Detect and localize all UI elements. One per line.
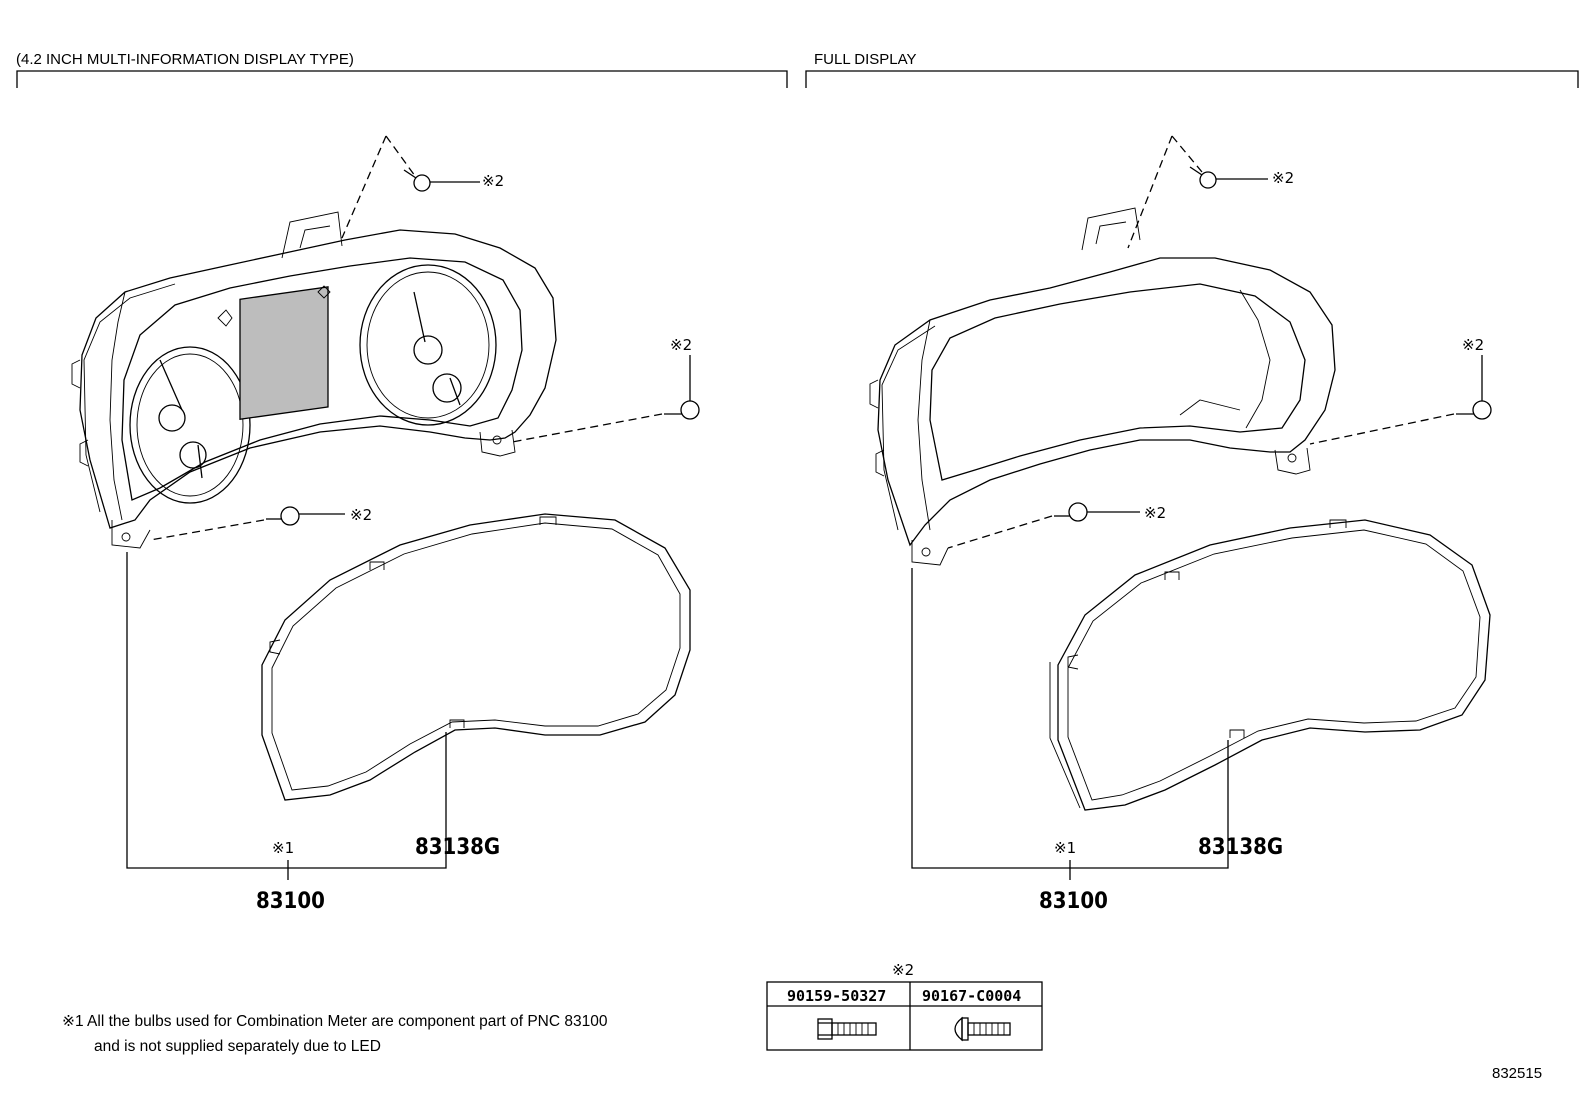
left-glass-bezel bbox=[261, 513, 691, 801]
left-screw-bottom bbox=[266, 506, 345, 526]
left-pn-83100: 83100 bbox=[256, 889, 325, 914]
right-screw-right bbox=[1456, 355, 1492, 420]
left-screw-top bbox=[403, 169, 480, 192]
left-section-bracket bbox=[16, 70, 788, 88]
right-section-bracket bbox=[805, 70, 1579, 88]
left-screw-top-ref: ※2 bbox=[482, 172, 504, 190]
left-section-title: (4.2 INCH MULTI-INFORMATION DISPLAY TYPE… bbox=[16, 51, 354, 68]
left-mark1: ※1 bbox=[272, 839, 294, 857]
fastener-col-1: 90159-50327 bbox=[787, 987, 886, 1005]
right-pn-83138g: 83138G bbox=[1198, 835, 1283, 860]
right-pn-bracket bbox=[911, 568, 1229, 869]
right-screw-right-ref: ※2 bbox=[1462, 336, 1484, 354]
pan-head-screw-icon bbox=[954, 1016, 1011, 1042]
right-screw-bottom bbox=[1054, 502, 1140, 522]
left-pn-bracket bbox=[126, 552, 447, 869]
footnote-line-2: and is not supplied separately due to LE… bbox=[94, 1038, 381, 1055]
left-screw-bottom-ref: ※2 bbox=[350, 506, 372, 524]
flange-bolt-icon bbox=[817, 1018, 877, 1040]
right-glass-bezel bbox=[1049, 519, 1491, 811]
fastener-table bbox=[766, 981, 1043, 1051]
left-pn-83138g: 83138G bbox=[415, 835, 500, 860]
left-screw-right-ref: ※2 bbox=[670, 336, 692, 354]
right-screw-bottom-ref: ※2 bbox=[1144, 504, 1166, 522]
right-mark1: ※1 bbox=[1054, 839, 1076, 857]
fastener-table-mark: ※2 bbox=[892, 961, 914, 979]
left-meter-assembly bbox=[71, 211, 557, 549]
illustration-number: 832515 bbox=[1492, 1065, 1542, 1082]
fastener-col-2: 90167-C0004 bbox=[922, 987, 1021, 1005]
footnote-line-1: ※1 All the bulbs used for Combination Me… bbox=[62, 1013, 608, 1030]
right-screw-top bbox=[1189, 166, 1268, 189]
mid-display-screen bbox=[239, 286, 329, 421]
right-pn-83100: 83100 bbox=[1039, 889, 1108, 914]
right-screw-top-ref: ※2 bbox=[1272, 169, 1294, 187]
right-meter-assembly bbox=[869, 207, 1336, 566]
right-section-title: FULL DISPLAY bbox=[814, 51, 917, 68]
left-screw-right bbox=[664, 355, 700, 420]
